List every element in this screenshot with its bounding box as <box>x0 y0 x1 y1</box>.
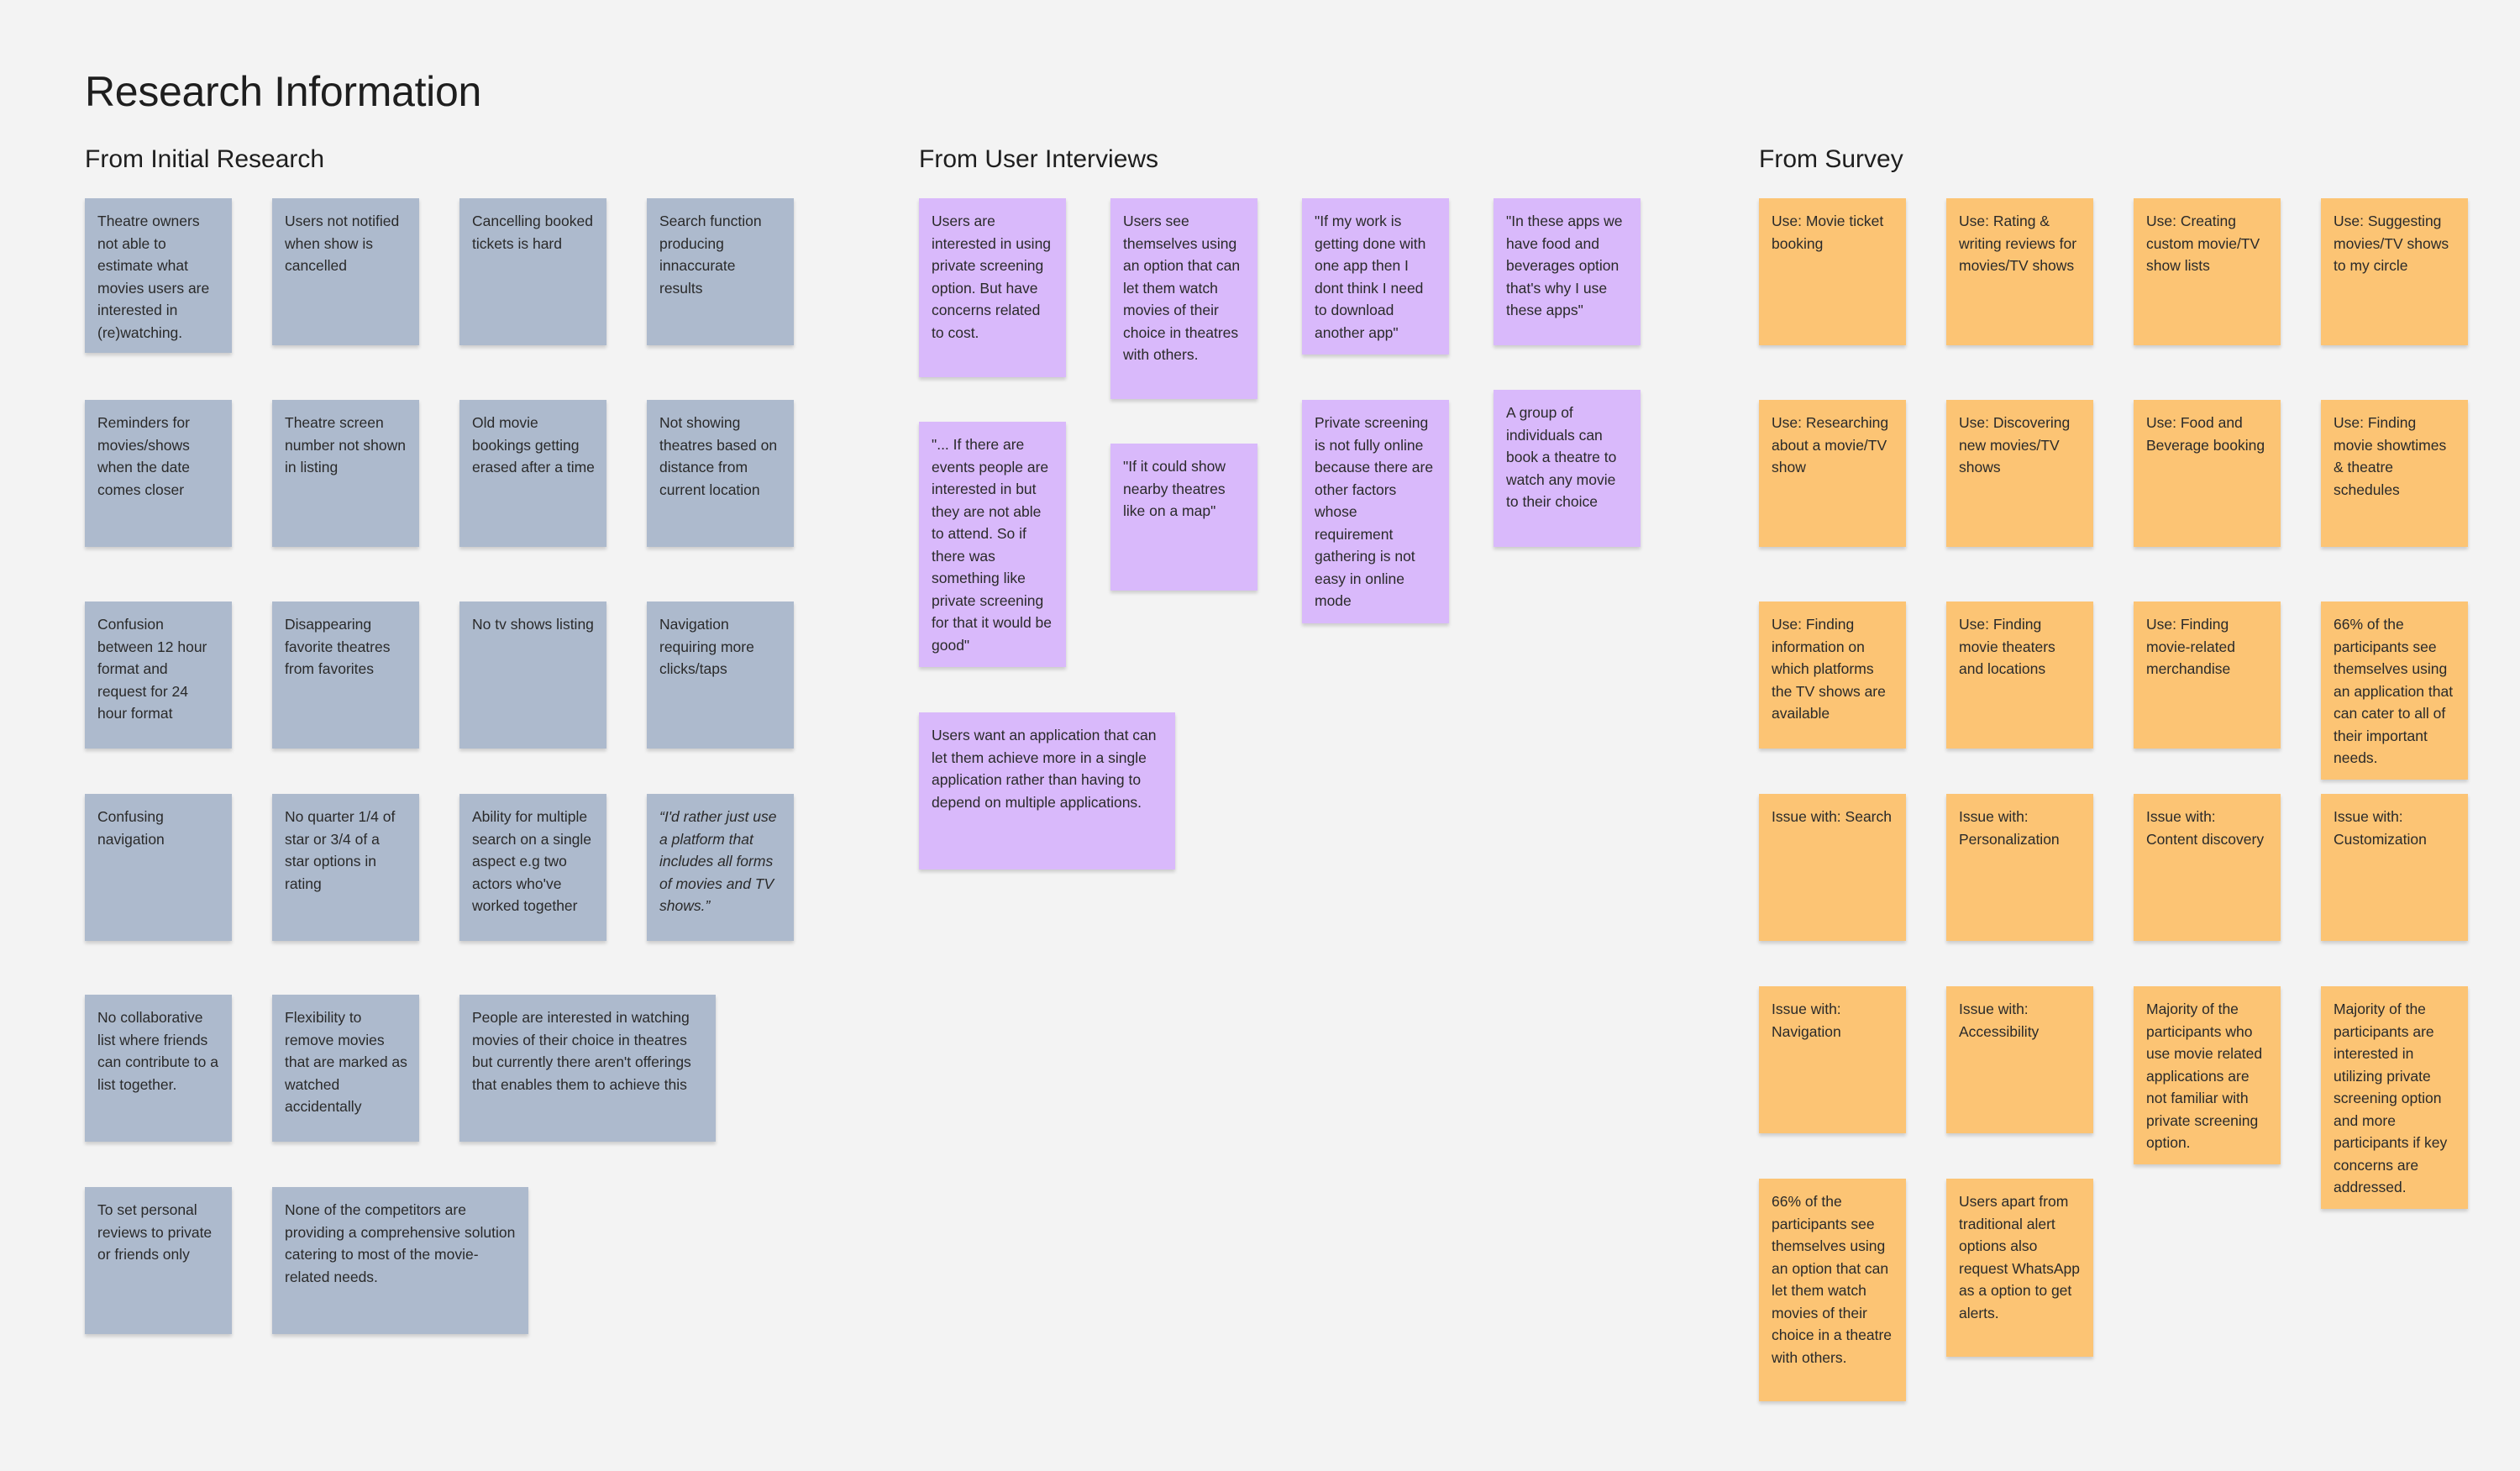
sticky-note[interactable]: Private screening is not fully online be… <box>1302 400 1449 623</box>
sticky-note[interactable]: Issue with: Personalization <box>1946 794 2093 941</box>
sticky-note[interactable]: Use: Suggesting movies/TV shows to my ci… <box>2321 198 2468 345</box>
sticky-note[interactable]: Reminders for movies/shows when the date… <box>85 400 232 547</box>
sticky-note[interactable]: Use: Food and Beverage booking <box>2134 400 2281 547</box>
sticky-note[interactable]: Search function producing innaccurate re… <box>647 198 794 345</box>
sticky-note[interactable]: Ability for multiple search on a single … <box>459 794 606 941</box>
sticky-note-quote[interactable]: “I'd rather just use a platform that inc… <box>647 794 794 941</box>
sticky-note[interactable]: Not showing theatres based on distance f… <box>647 400 794 547</box>
sticky-note[interactable]: Use: Finding movie-related merchandise <box>2134 602 2281 749</box>
section-title-initial-research: From Initial Research <box>85 145 325 173</box>
sticky-note[interactable]: "... If there are events people are inte… <box>919 422 1066 667</box>
sticky-note[interactable]: No collaborative list where friends can … <box>85 995 232 1142</box>
sticky-note[interactable]: Users are interested in using private sc… <box>919 198 1066 377</box>
sticky-note[interactable]: "If it could show nearby theatres like o… <box>1110 444 1257 591</box>
sticky-note[interactable]: Confusing navigation <box>85 794 232 941</box>
sticky-note[interactable]: Use: Discovering new movies/TV shows <box>1946 400 2093 547</box>
sticky-note[interactable]: Issue with: Accessibility <box>1946 986 2093 1133</box>
sticky-note[interactable]: Confusion between 12 hour format and req… <box>85 602 232 749</box>
sticky-note[interactable]: Issue with: Navigation <box>1759 986 1906 1133</box>
sticky-note[interactable]: No tv shows listing <box>459 602 606 749</box>
sticky-note[interactable]: 66% of the participants see themselves u… <box>2321 602 2468 780</box>
sticky-note[interactable]: Use: Creating custom movie/TV show lists <box>2134 198 2281 345</box>
sticky-note[interactable]: "If my work is getting done with one app… <box>1302 198 1449 355</box>
sticky-note[interactable]: Users want an application that can let t… <box>919 712 1175 869</box>
sticky-note[interactable]: Theatre owners not able to estimate what… <box>85 198 232 353</box>
sticky-note[interactable]: To set personal reviews to private or fr… <box>85 1187 232 1334</box>
sticky-note[interactable]: Use: Finding information on which platfo… <box>1759 602 1906 749</box>
sticky-note[interactable]: 66% of the participants see themselves u… <box>1759 1179 1906 1401</box>
sticky-note[interactable]: Use: Rating & writing reviews for movies… <box>1946 198 2093 345</box>
sticky-note[interactable]: Navigation requiring more clicks/taps <box>647 602 794 749</box>
section-title-user-interviews: From User Interviews <box>919 145 1159 173</box>
sticky-note[interactable]: Majority of the participants who use mov… <box>2134 986 2281 1164</box>
sticky-note[interactable]: Flexibility to remove movies that are ma… <box>272 995 419 1142</box>
sticky-note[interactable]: Old movie bookings getting erased after … <box>459 400 606 547</box>
sticky-note[interactable]: People are interested in watching movies… <box>459 995 716 1142</box>
sticky-note[interactable]: "In these apps we have food and beverage… <box>1494 198 1641 345</box>
sticky-note[interactable]: Issue with: Search <box>1759 794 1906 941</box>
page-title: Research Information <box>85 68 482 115</box>
sticky-note[interactable]: Disappearing favorite theatres from favo… <box>272 602 419 749</box>
sticky-note[interactable]: Majority of the participants are interes… <box>2321 986 2468 1209</box>
section-title-survey: From Survey <box>1759 145 1903 173</box>
sticky-note[interactable]: Use: Movie ticket booking <box>1759 198 1906 345</box>
sticky-note[interactable]: Users see themselves using an option tha… <box>1110 198 1257 399</box>
sticky-note[interactable]: Theatre screen number not shown in listi… <box>272 400 419 547</box>
sticky-note[interactable]: A group of individuals can book a theatr… <box>1494 390 1641 547</box>
sticky-note[interactable]: Issue with: Customization <box>2321 794 2468 941</box>
sticky-note[interactable]: No quarter 1/4 of star or 3/4 of a star … <box>272 794 419 941</box>
sticky-note[interactable]: None of the competitors are providing a … <box>272 1187 528 1334</box>
sticky-note[interactable]: Use: Finding movie theaters and location… <box>1946 602 2093 749</box>
sticky-note[interactable]: Use: Finding movie showtimes & theatre s… <box>2321 400 2468 547</box>
sticky-note[interactable]: Cancelling booked tickets is hard <box>459 198 606 345</box>
sticky-note[interactable]: Issue with: Content discovery <box>2134 794 2281 941</box>
sticky-note[interactable]: Users apart from traditional alert optio… <box>1946 1179 2093 1357</box>
sticky-note[interactable]: Use: Researching about a movie/TV show <box>1759 400 1906 547</box>
sticky-note[interactable]: Users not notified when show is cancelle… <box>272 198 419 345</box>
